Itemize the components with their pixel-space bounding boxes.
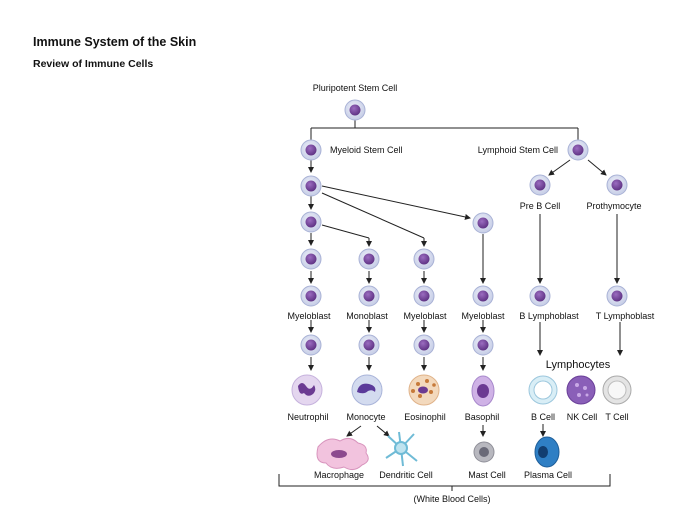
- myeloblast-cell-3: [472, 285, 494, 307]
- monocyte-precursor-1: [358, 248, 380, 270]
- label-myeloblast-3: Myeloblast: [461, 311, 505, 321]
- label-neutrophil: Neutrophil: [287, 412, 328, 422]
- myeloblast-cell-2: [413, 285, 435, 307]
- monocyte-cell: [351, 374, 383, 406]
- lymphoid-stem-cell: [567, 139, 589, 161]
- prothymocyte-cell: [606, 174, 628, 196]
- labels: Pluripotent Stem Cell Myeloid Stem Cell …: [287, 83, 654, 504]
- plasma-cell: [534, 436, 560, 468]
- label-lymphoid-stem-cell: Lymphoid Stem Cell: [478, 145, 558, 155]
- label-myeloblast-2: Myeloblast: [403, 311, 447, 321]
- myeloid-progenitor-cell: [300, 175, 322, 197]
- label-nk-cell: NK Cell: [567, 412, 598, 422]
- label-pluripotent-stem-cell: Pluripotent Stem Cell: [313, 83, 398, 93]
- pre-b-cell: [529, 174, 551, 196]
- nk-cell-mature: [566, 375, 596, 405]
- label-myeloid-stem-cell: Myeloid Stem Cell: [330, 145, 403, 155]
- basophil-precursor-2: [472, 334, 494, 356]
- t-lymphoblast-cell: [606, 285, 628, 307]
- pluripotent-stem-cell: [344, 99, 366, 121]
- label-monoblast: Monoblast: [346, 311, 388, 321]
- label-basophil: Basophil: [465, 412, 500, 422]
- label-lymphocytes: Lymphocytes: [546, 359, 611, 371]
- page-title: Immune System of the Skin: [33, 35, 197, 49]
- label-b-cell: B Cell: [531, 412, 555, 422]
- monoblast-cell: [358, 285, 380, 307]
- myeloblast-cell-1: [300, 285, 322, 307]
- label-dendritic-cell: Dendritic Cell: [379, 470, 433, 480]
- label-b-lymphoblast: B Lymphoblast: [519, 311, 579, 321]
- basophil-cell: [471, 375, 495, 407]
- label-t-lymphoblast: T Lymphoblast: [596, 311, 655, 321]
- myeloid-stem-cell: [300, 139, 322, 161]
- eosinophil-precursor-2: [413, 334, 435, 356]
- label-monocyte: Monocyte: [346, 412, 385, 422]
- label-prothymocyte: Prothymocyte: [586, 201, 641, 211]
- label-pre-b-cell: Pre B Cell: [520, 201, 561, 211]
- connectors: [278, 120, 623, 491]
- mature-cells: [291, 374, 632, 471]
- page-subtitle: Review of Immune Cells: [33, 58, 154, 70]
- eosinophil-cell: [408, 374, 440, 406]
- label-white-blood-cells: (White Blood Cells): [413, 494, 490, 504]
- dendritic-cell: [385, 431, 418, 467]
- eosinophil-precursor-1: [413, 248, 435, 270]
- b-cell-mature: [528, 375, 558, 405]
- progenitor-cells: [300, 99, 628, 356]
- t-cell-mature: [602, 375, 632, 405]
- label-eosinophil: Eosinophil: [404, 412, 446, 422]
- monocyte-precursor-2: [358, 334, 380, 356]
- macrophage-cell: [316, 437, 369, 471]
- label-t-cell: T Cell: [605, 412, 628, 422]
- label-macrophage: Macrophage: [314, 470, 364, 480]
- label-mast-cell: Mast Cell: [468, 470, 506, 480]
- b-lymphoblast-cell: [529, 285, 551, 307]
- label-myeloblast-1: Myeloblast: [287, 311, 331, 321]
- label-plasma-cell: Plasma Cell: [524, 470, 572, 480]
- myeloid-progenitor-cell-2: [300, 211, 322, 233]
- basophil-progenitor-cell: [472, 212, 494, 234]
- neutrophil-precursor-1: [300, 248, 322, 270]
- neutrophil-cell: [291, 374, 323, 406]
- mast-cell: [473, 441, 495, 463]
- neutrophil-precursor-2: [300, 334, 322, 356]
